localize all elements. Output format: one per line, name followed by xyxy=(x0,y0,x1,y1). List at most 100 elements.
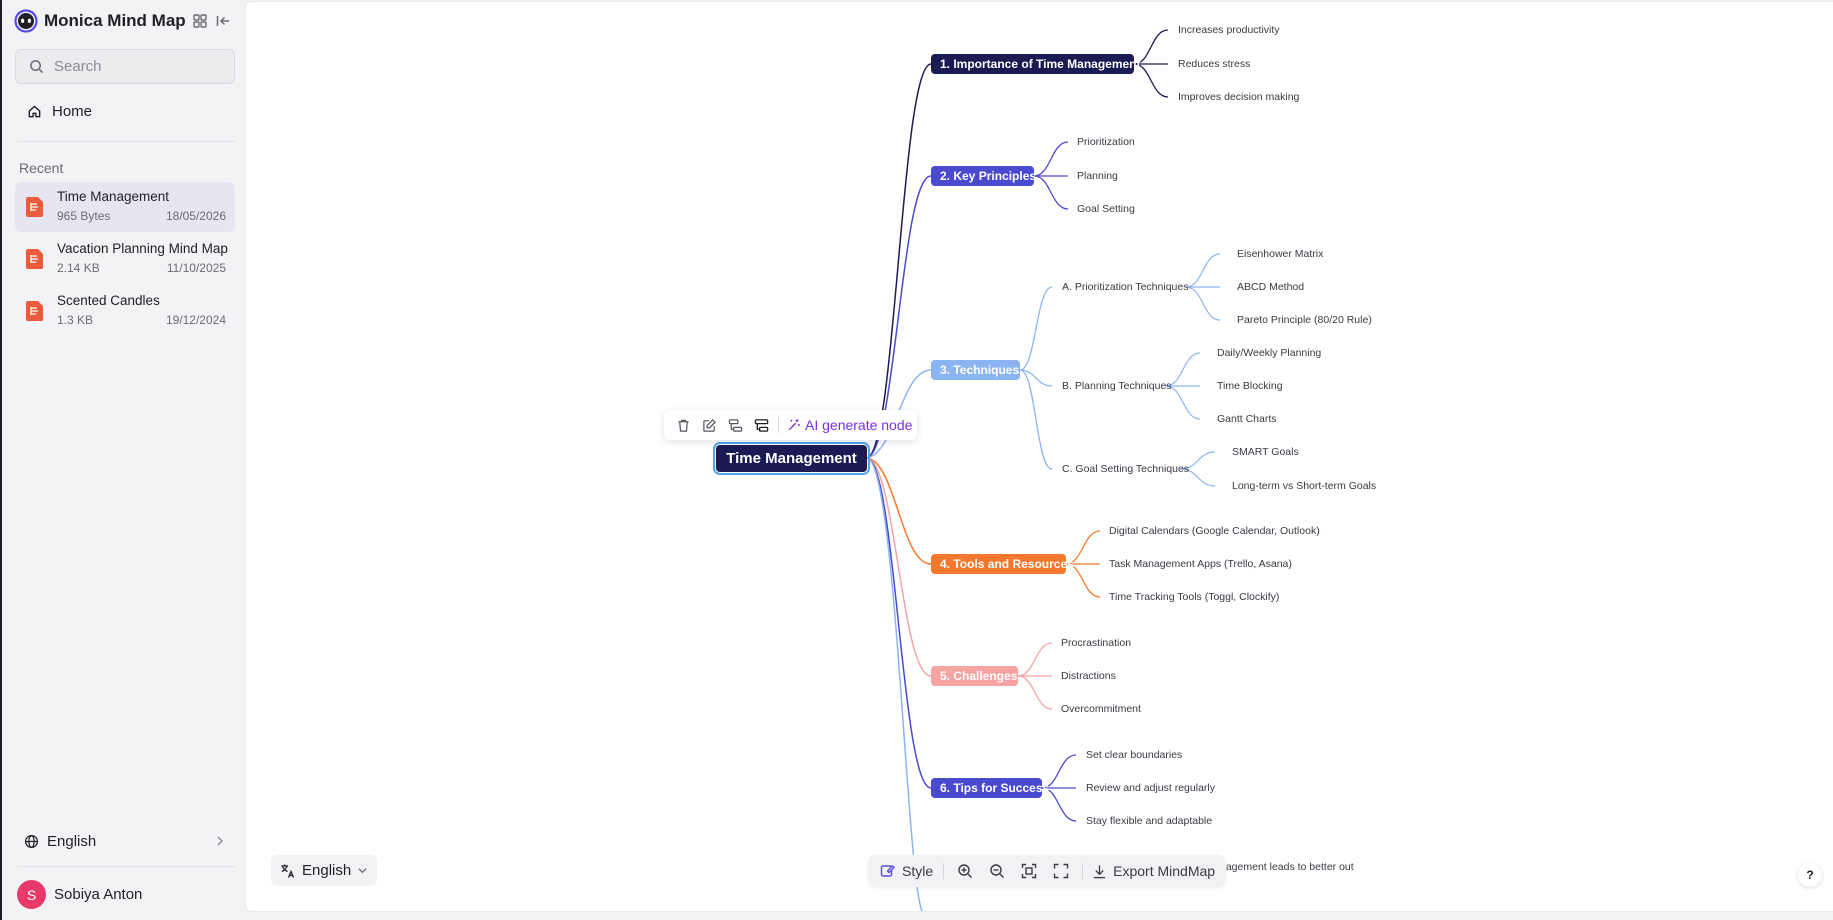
root-node[interactable]: Time Management xyxy=(713,442,870,475)
leaf-node[interactable]: Digital Calendars (Google Calendar, Outl… xyxy=(1109,525,1320,537)
recent-file-name: Vacation Planning Mind Map xyxy=(57,241,228,256)
export-mindmap-label: Export MindMap xyxy=(1113,863,1216,879)
leaf-node[interactable]: Planning xyxy=(1077,170,1118,182)
zoom-in-button[interactable] xyxy=(949,858,981,884)
home-icon xyxy=(28,105,41,117)
zoom-out-icon xyxy=(990,864,1005,878)
search-input[interactable] xyxy=(54,58,224,75)
connector xyxy=(1185,286,1221,321)
ai-generate-node-button[interactable]: AI generate node xyxy=(783,417,916,433)
add-sibling-icon xyxy=(754,418,768,432)
recent-file-item[interactable]: Vacation Planning Mind Map 2.14 KB 11/10… xyxy=(15,234,235,284)
leaf-node[interactable]: Long-term vs Short-term Goals xyxy=(1232,480,1377,492)
leaf-node[interactable]: Daily/Weekly Planning xyxy=(1217,347,1322,359)
leaf-node[interactable]: Review and adjust regularly xyxy=(1086,782,1215,794)
monica-logo-icon xyxy=(14,9,38,33)
toolbar-divider xyxy=(778,417,779,433)
connector xyxy=(866,457,932,565)
branch-node[interactable]: 3. Techniques xyxy=(931,360,1020,380)
add-sibling-node-button[interactable] xyxy=(748,412,774,438)
leaf-node[interactable]: Eisenhower Matrix xyxy=(1237,248,1324,260)
delete-node-button[interactable] xyxy=(670,412,696,438)
branch-node[interactable]: 5. Challenges xyxy=(931,666,1018,686)
sidebar-divider xyxy=(17,866,235,867)
leaf-node[interactable]: Overcommitment xyxy=(1061,703,1141,715)
fullscreen-icon xyxy=(1053,863,1069,879)
brand[interactable]: Monica Mind Map xyxy=(14,9,186,33)
leaf-node[interactable]: ABCD Method xyxy=(1237,281,1305,293)
search-box[interactable] xyxy=(15,49,235,84)
recent-file-size: 2.14 KB xyxy=(57,261,100,275)
toolbar-divider xyxy=(1082,863,1084,879)
leaf-node[interactable]: Time Tracking Tools (Toggl, Clockify) xyxy=(1109,591,1280,603)
connector xyxy=(1019,286,1053,371)
recent-file-item[interactable]: Scented Candles 1.3 KB 19/12/2024 xyxy=(15,286,235,336)
toolbar-divider xyxy=(943,863,945,879)
branch-node[interactable]: 6. Tips for Success xyxy=(931,778,1049,798)
style-button[interactable]: Style xyxy=(880,858,933,884)
recent-file-size: 1.3 KB xyxy=(57,313,94,327)
branch-node[interactable]: 1. Importance of Time Management xyxy=(931,54,1141,74)
style-label: Style xyxy=(902,863,934,879)
canvas-language-selector[interactable]: English xyxy=(271,855,377,886)
connector xyxy=(1019,369,1053,387)
recent-file-name: Time Management xyxy=(57,189,170,204)
branch-node[interactable]: 4. Tools and Resources xyxy=(931,554,1074,574)
leaf-node[interactable]: Increases productivity xyxy=(1178,24,1280,36)
mindmap-canvas[interactable]: 1. Importance of Time Management 2. Key … xyxy=(246,2,1833,911)
leaf-node[interactable]: nagement leads to better out xyxy=(1220,861,1354,873)
ai-generate-node-label: AI generate node xyxy=(805,417,913,433)
subtopic-node[interactable]: C. Goal Setting Techniques xyxy=(1062,463,1190,475)
chevron-right-icon xyxy=(217,836,223,846)
connector xyxy=(1065,563,1101,598)
connector xyxy=(1165,352,1201,387)
leaf-node[interactable]: Reduces stress xyxy=(1178,58,1251,70)
fullscreen-button[interactable] xyxy=(1045,858,1077,884)
recent-file-size: 965 Bytes xyxy=(57,209,111,223)
mindmap-file-icon xyxy=(26,301,43,321)
fit-view-button[interactable] xyxy=(1013,858,1045,884)
user-profile[interactable]: S Sobiya Anton xyxy=(17,880,142,909)
leaf-node[interactable]: Pareto Principle (80/20 Rule) xyxy=(1237,314,1372,326)
canvas-language-label: English xyxy=(302,862,352,879)
recent-file-date: 11/10/2025 xyxy=(166,261,226,275)
leaf-node[interactable]: Prioritization xyxy=(1077,136,1135,148)
help-button[interactable]: ? xyxy=(1798,863,1822,887)
subtopic-node[interactable]: A. Prioritization Techniques xyxy=(1062,281,1189,293)
leaf-node[interactable]: Gantt Charts xyxy=(1217,413,1277,425)
connector xyxy=(1019,369,1053,470)
leaf-node[interactable]: Stay flexible and adaptable xyxy=(1086,815,1213,827)
zoom-out-button[interactable] xyxy=(981,858,1013,884)
mindmap-connectors xyxy=(866,29,1221,911)
leaf-node[interactable]: Distractions xyxy=(1061,670,1116,682)
leaf-node[interactable]: Improves decision making xyxy=(1178,91,1300,103)
leaf-node[interactable]: Task Management Apps (Trello, Asana) xyxy=(1109,558,1292,570)
leaf-node[interactable]: Set clear boundaries xyxy=(1086,749,1183,761)
leaf-node[interactable]: Goal Setting xyxy=(1077,203,1135,215)
connector xyxy=(866,457,923,911)
download-icon xyxy=(1094,864,1106,878)
branch-node[interactable]: 2. Key Principles xyxy=(931,166,1036,186)
export-mindmap-button[interactable]: Export MindMap xyxy=(1092,858,1215,884)
translate-icon xyxy=(281,864,295,878)
recent-file-item[interactable]: Time Management 965 Bytes 18/05/2026 xyxy=(15,182,235,232)
chevron-down-icon xyxy=(358,868,367,874)
fit-view-icon xyxy=(1021,863,1037,879)
leaf-node[interactable]: Procrastination xyxy=(1061,637,1132,649)
grid-view-icon[interactable] xyxy=(190,11,210,31)
connector xyxy=(1017,675,1053,710)
connector xyxy=(1041,787,1077,822)
connector xyxy=(866,457,932,677)
zoom-in-icon xyxy=(958,864,973,878)
nav-home[interactable]: Home xyxy=(15,98,235,124)
collapse-sidebar-icon[interactable] xyxy=(213,11,233,31)
sidebar-language-selector[interactable]: English xyxy=(15,826,235,856)
connector xyxy=(1033,175,1069,210)
connector xyxy=(1165,385,1201,420)
leaf-node[interactable]: SMART Goals xyxy=(1232,446,1299,458)
subtopic-node[interactable]: B. Planning Techniques xyxy=(1062,380,1172,392)
leaf-node[interactable]: Time Blocking xyxy=(1217,380,1283,392)
edit-icon xyxy=(702,418,716,432)
edit-node-button[interactable] xyxy=(696,412,722,438)
add-child-node-button[interactable] xyxy=(722,412,748,438)
